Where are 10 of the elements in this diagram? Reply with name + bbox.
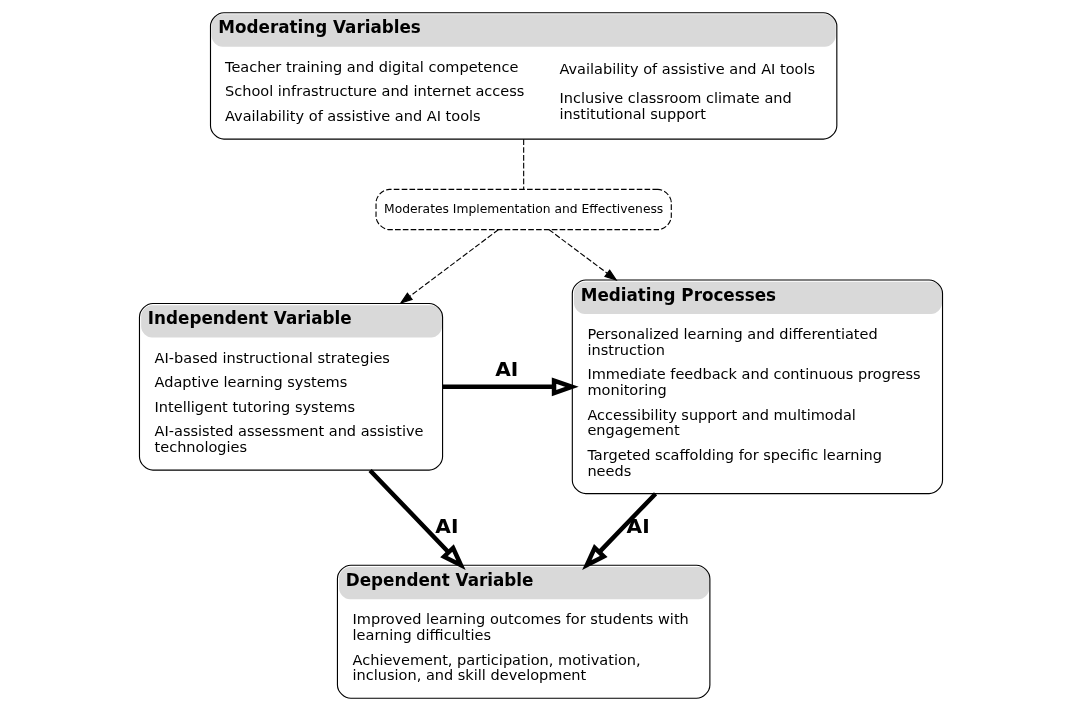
arrow: [368, 468, 466, 571]
arrow: [442, 377, 579, 397]
arrow: [398, 229, 499, 305]
node-box: Moderates Implementation and Effectiveness: [374, 188, 672, 231]
connector: [522, 138, 524, 190]
arrow: [548, 229, 618, 281]
arrow: [581, 492, 657, 570]
edge-label: AI: [494, 357, 518, 382]
edge-label: AI: [626, 514, 650, 539]
edge-label: AI: [434, 514, 458, 539]
